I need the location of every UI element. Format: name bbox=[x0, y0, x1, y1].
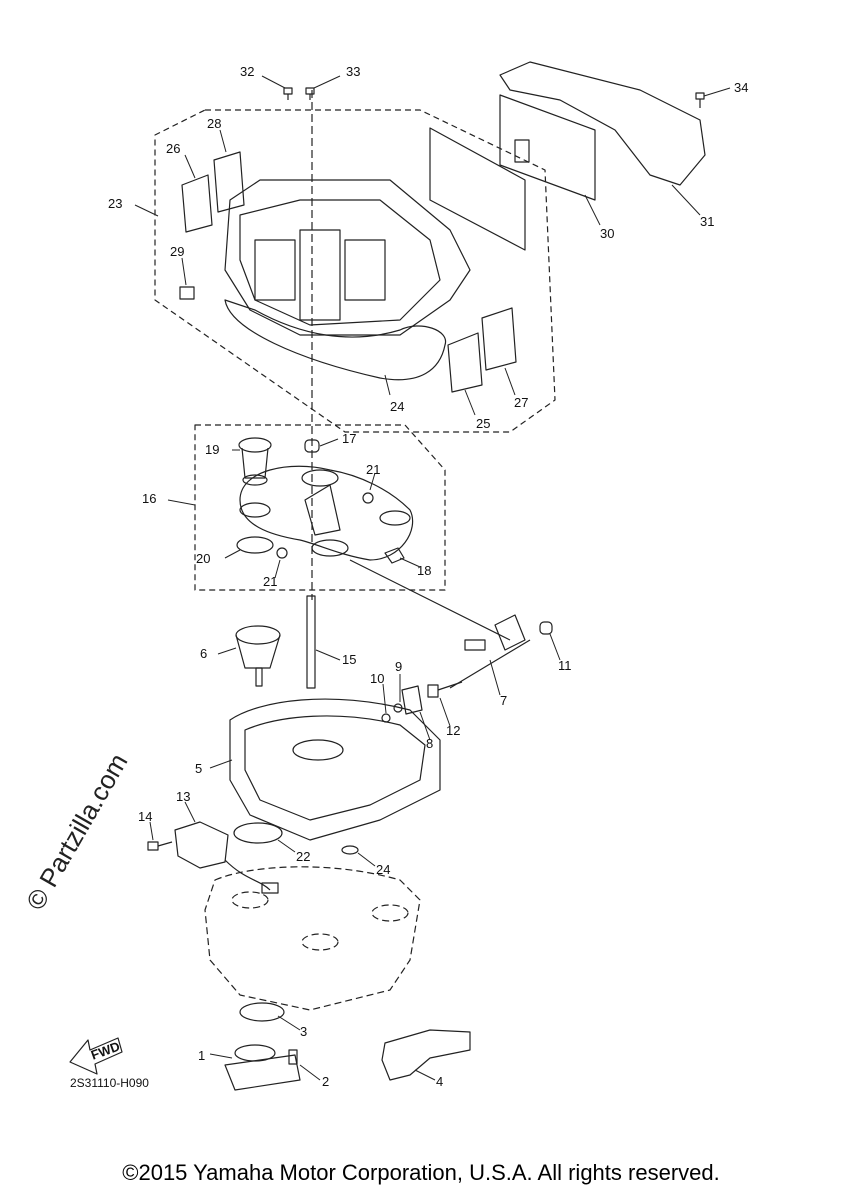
duct-4 bbox=[381, 1029, 471, 1081]
callout-9: 9 bbox=[395, 659, 402, 674]
callout-12: 12 bbox=[446, 723, 460, 738]
callout-31: 30 bbox=[600, 226, 614, 241]
rod-15 bbox=[306, 595, 316, 689]
callout-26: 25 bbox=[476, 416, 490, 431]
clip-30 bbox=[179, 286, 195, 300]
callout-14: 14 bbox=[138, 809, 152, 824]
callout-6: 6 bbox=[200, 646, 207, 661]
group-outline-24 bbox=[154, 109, 556, 433]
filter-frame-31a bbox=[429, 127, 526, 251]
copyright-notice: ©2015 Yamaha Motor Corporation, U.S.A. A… bbox=[122, 1160, 720, 1185]
callout-33: 32 bbox=[240, 64, 254, 79]
callout-11: 11 bbox=[558, 658, 572, 673]
cap-17 bbox=[304, 439, 320, 453]
screw-33 bbox=[283, 87, 293, 100]
gasket-25 bbox=[224, 299, 447, 381]
cylinder-head-phantom bbox=[204, 866, 421, 1011]
callout-10: 10 bbox=[370, 671, 384, 686]
group-outline-16 bbox=[194, 424, 446, 591]
callout-28: 27 bbox=[514, 395, 528, 410]
clamp-3 bbox=[239, 1002, 285, 1022]
shaft-7 bbox=[449, 614, 531, 689]
callout-17: 17 bbox=[342, 431, 356, 446]
callout-16: 16 bbox=[142, 491, 156, 506]
funnel-29 bbox=[213, 151, 245, 213]
screw-35 bbox=[695, 92, 705, 108]
callout-5: 5 bbox=[195, 761, 202, 776]
clip-18 bbox=[384, 547, 405, 564]
callout-1: 1 bbox=[198, 1048, 205, 1063]
callout-21a: 21 bbox=[366, 462, 380, 477]
callout-2: 2 bbox=[322, 1074, 329, 1089]
callout-7: 7 bbox=[500, 693, 507, 708]
callouts: 32 33 34 28 26 23 29 30 31 24 25 27 19 1… bbox=[89, 64, 749, 1089]
callout-13: 13 bbox=[176, 789, 190, 804]
grommet-21a bbox=[362, 492, 374, 504]
fitting-2 bbox=[288, 1049, 298, 1065]
funnel-27 bbox=[181, 174, 213, 233]
funnel-28 bbox=[481, 307, 517, 371]
plate-16 bbox=[239, 465, 414, 561]
washer-9 bbox=[393, 703, 403, 713]
callout-19: 19 bbox=[205, 442, 219, 457]
callout-4: 4 bbox=[436, 1074, 443, 1089]
bracket-8 bbox=[401, 685, 423, 715]
callout-29: 28 bbox=[207, 116, 221, 131]
filter-element-31 bbox=[499, 94, 596, 201]
callout-25: 24 bbox=[390, 399, 404, 414]
callout-8: 8 bbox=[426, 736, 433, 751]
callout-32: 31 bbox=[700, 214, 714, 229]
callout-27: 26 bbox=[166, 141, 180, 156]
sensor-13 bbox=[174, 821, 279, 894]
callout-30: 29 bbox=[170, 244, 184, 259]
filter-barcode bbox=[514, 139, 530, 163]
cover-32 bbox=[499, 61, 706, 186]
fwd-arrow bbox=[69, 1037, 123, 1075]
screw-14 bbox=[147, 841, 173, 851]
joint-1 bbox=[224, 1044, 301, 1091]
nut-10 bbox=[381, 713, 391, 723]
bolt-12 bbox=[427, 681, 463, 698]
leader-diagonal bbox=[349, 559, 511, 641]
drawing-code: 2S31110-H090 bbox=[70, 1076, 149, 1090]
seal-20 bbox=[236, 536, 274, 554]
callout-15: 15 bbox=[342, 652, 356, 667]
callout-22: 22 bbox=[296, 849, 310, 864]
screw-34 bbox=[305, 87, 315, 100]
cup-6 bbox=[235, 625, 281, 687]
cap-11 bbox=[539, 621, 553, 635]
funnel-19 bbox=[238, 437, 272, 486]
callout-24: 23 bbox=[108, 196, 122, 211]
plug-23 bbox=[341, 845, 359, 855]
callout-35: 34 bbox=[734, 80, 748, 95]
callout-21b: 21 bbox=[263, 574, 277, 589]
funnel-26 bbox=[447, 332, 483, 393]
callout-23: 24 bbox=[376, 862, 390, 877]
leader-lines bbox=[134, 75, 731, 1081]
callout-34: 33 bbox=[346, 64, 360, 79]
callout-3: 3 bbox=[300, 1024, 307, 1039]
callout-18: 18 bbox=[417, 563, 431, 578]
airbox-cover-24 bbox=[224, 179, 471, 336]
o-ring-22 bbox=[233, 822, 283, 844]
tray-5 bbox=[229, 698, 441, 841]
callout-20: 20 bbox=[196, 551, 210, 566]
grommet-21b bbox=[276, 547, 288, 559]
